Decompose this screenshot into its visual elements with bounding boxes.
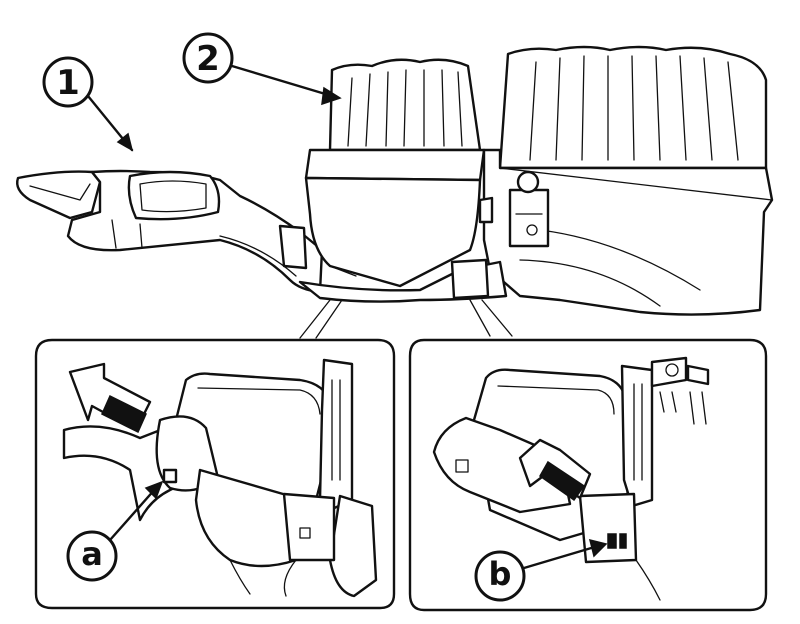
detail-inset-b <box>408 338 768 612</box>
callout-a: a <box>66 480 164 582</box>
airflow-arrow-icon-right <box>518 438 592 502</box>
leader-line-right <box>469 299 513 337</box>
callout-2: 2 <box>182 32 342 106</box>
filter-housing-base <box>482 45 774 316</box>
airflow-arrow-icon <box>68 362 152 434</box>
callout-1: 1 <box>42 56 134 152</box>
callout-b: b <box>474 538 608 602</box>
detail-inset-a <box>34 338 396 610</box>
leader-line-left <box>299 299 343 339</box>
intake-duct <box>16 169 324 294</box>
callout-1-label: 1 <box>56 63 80 103</box>
connecting-pipe <box>298 196 508 303</box>
callout-2-label: 2 <box>196 39 220 79</box>
callout-b-label: b <box>489 555 512 593</box>
main-assembly <box>16 45 774 339</box>
filter-housing-lid <box>304 58 486 288</box>
callout-a-label: a <box>81 535 103 573</box>
